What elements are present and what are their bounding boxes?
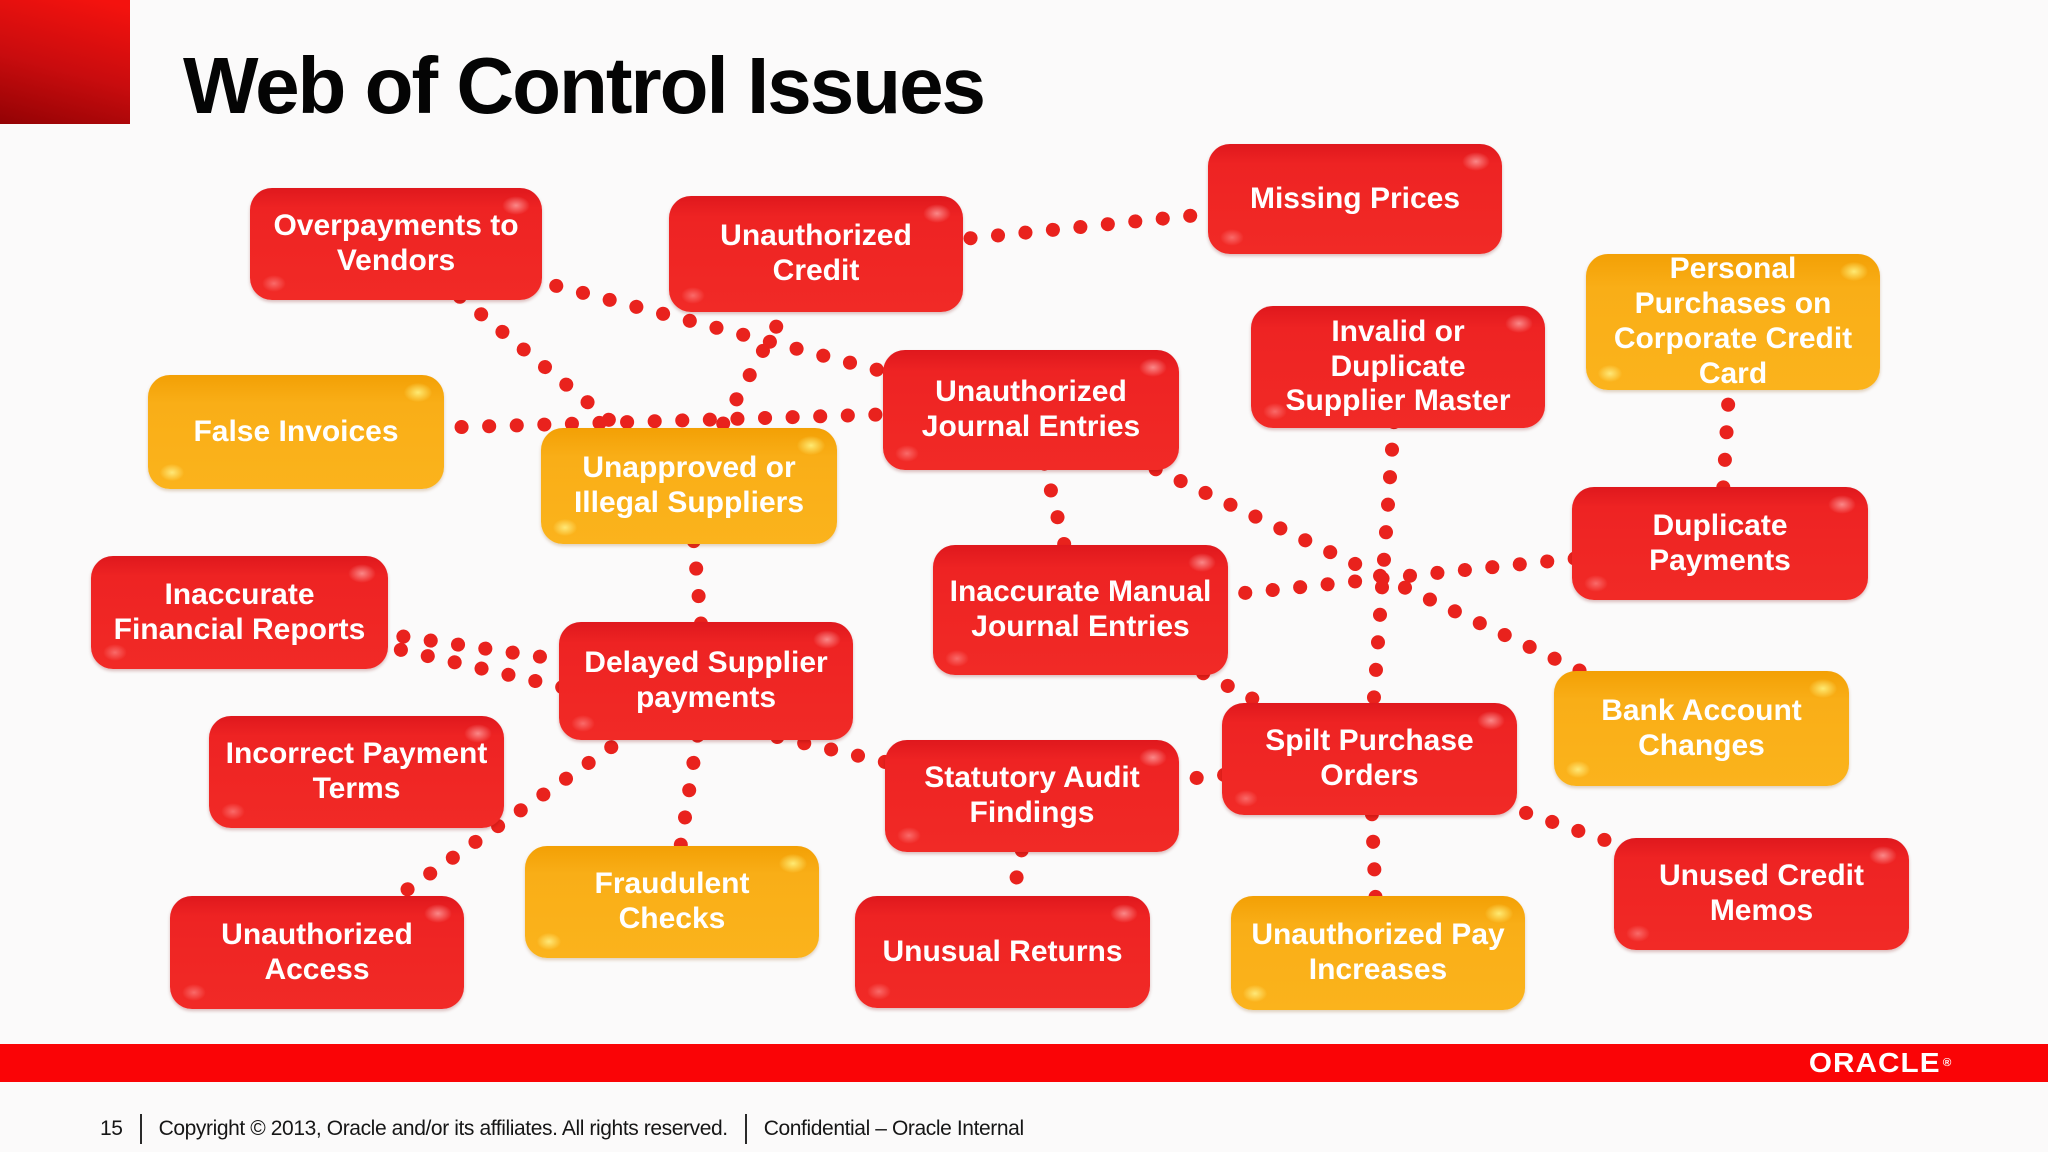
edge-missing-prices-unauthorized-credit	[809, 192, 1362, 261]
node-label: Spilt Purchase Orders	[1265, 724, 1474, 792]
node-label: Bank Account Changes	[1601, 693, 1802, 762]
node-label: Unauthorized Credit	[720, 219, 912, 287]
node-statutory-audit: Statutory Audit Findings	[885, 740, 1179, 852]
footer-divider	[744, 1114, 747, 1144]
node-duplicate-payments: Duplicate Payments	[1572, 487, 1868, 600]
footer-bar	[0, 1044, 2048, 1082]
node-overpayments: Overpayments to Vendors	[250, 188, 542, 300]
confidential-text: Confidential – Oracle Internal	[763, 1117, 1024, 1140]
node-label: Inaccurate Manual Journal Entries	[949, 575, 1212, 643]
node-label: Personal Purchases on Corporate Credit C…	[1613, 252, 1853, 390]
edge-overpayments-unapproved	[389, 237, 696, 493]
node-delayed-supplier: Delayed Supplier payments	[559, 622, 853, 740]
page-number: 15	[100, 1117, 123, 1140]
corner-accent	[0, 0, 130, 124]
node-label: Statutory Audit Findings	[924, 761, 1140, 829]
node-fraudulent-checks: Fraudulent Checks	[525, 846, 819, 958]
node-unauthorized-access: Unauthorized Access	[170, 896, 464, 1009]
node-label: Unauthorized Journal Entries	[921, 375, 1141, 443]
node-invalid-supplier: Invalid or Duplicate Supplier Master	[1251, 306, 1545, 428]
node-incorrect-payment: Incorrect Payment Terms	[209, 716, 504, 828]
node-label: Invalid or Duplicate Supplier Master	[1285, 314, 1511, 418]
node-inaccurate-financial: Inaccurate Financial Reports	[91, 556, 388, 669]
node-inaccurate-manual: Inaccurate Manual Journal Entries	[933, 545, 1228, 675]
node-personal-purchases: Personal Purchases on Corporate Credit C…	[1586, 252, 1880, 390]
page-title: Web of Control Issues	[183, 41, 986, 130]
node-unused-credit: Unused Credit Memos	[1614, 838, 1909, 950]
node-label: Overpayments to Vendors	[273, 209, 519, 277]
node-label: Unused Credit Memos	[1658, 859, 1865, 927]
node-unusual-returns: Unusual Returns	[855, 896, 1150, 1008]
node-false-invoices: False Invoices	[148, 375, 444, 489]
node-label: Unapproved or Illegal Suppliers	[573, 451, 805, 519]
footer-meta: 15 Copyright © 2013, Oracle and/or its a…	[100, 1110, 1024, 1148]
node-unauthorized-credit: Unauthorized Credit	[669, 196, 963, 312]
node-unapproved: Unapproved or Illegal Suppliers	[541, 428, 837, 544]
node-label: Inaccurate Financial Reports	[113, 577, 366, 646]
node-missing-prices: Missing Prices	[1208, 144, 1502, 254]
footer-divider	[139, 1114, 142, 1144]
node-label: Fraudulent Checks	[594, 867, 750, 935]
node-spilt-purchase: Spilt Purchase Orders	[1222, 703, 1517, 815]
node-label: Delayed Supplier payments	[584, 646, 828, 714]
node-label: Unauthorized Pay Increases	[1251, 918, 1505, 986]
node-label: Unauthorized Access	[221, 917, 413, 986]
node-label: Incorrect Payment Terms	[225, 737, 488, 805]
oracle-logo: ORACLE®	[1809, 1044, 1952, 1082]
node-label: Unusual Returns	[882, 934, 1123, 968]
registered-mark-icon: ®	[1942, 1056, 1952, 1069]
copyright-text: Copyright © 2013, Oracle and/or its affi…	[158, 1117, 729, 1140]
node-label: Missing Prices	[1249, 181, 1461, 215]
node-bank-account: Bank Account Changes	[1554, 671, 1849, 786]
node-unauthorized-journal: Unauthorized Journal Entries	[883, 350, 1179, 470]
edge-invalid-supplier-spilt-purchase	[1362, 360, 1405, 766]
node-unauthorized-pay: Unauthorized Pay Increases	[1231, 896, 1525, 1010]
oracle-logo-text: ORACLE	[1808, 1047, 1941, 1078]
node-label: False Invoices	[193, 414, 399, 448]
node-label: Duplicate Payments	[1649, 508, 1791, 577]
edge-personal-purchases-duplicate-payments	[1713, 315, 1740, 551]
